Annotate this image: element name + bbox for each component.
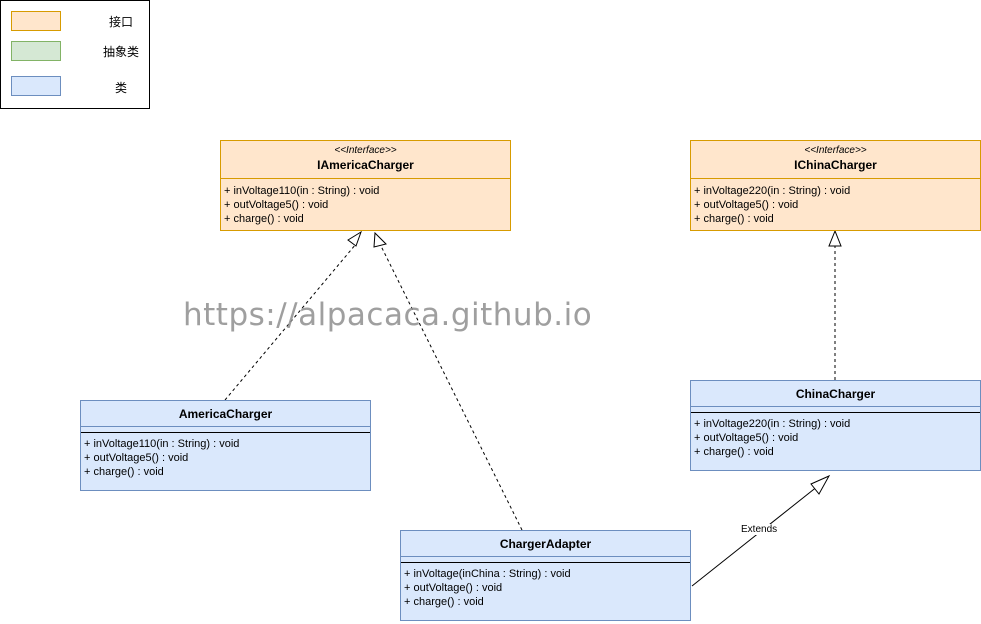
method: + charge() : void [694,446,774,458]
methods: + inVoltage(inChina : String) : void + o… [401,563,690,609]
method: + charge() : void [224,213,304,225]
method: + outVoltage5() : void [694,432,799,444]
stereotype: <<Interface>> [804,145,867,156]
method: + inVoltage220(in : String) : void [694,185,851,197]
attributes-compartment [81,427,370,433]
stereotype: <<Interface>> [334,145,397,156]
method: + outVoltage5() : void [694,199,799,211]
node-header: ChargerAdapter [401,531,690,557]
class-name: IAmericaCharger [317,158,414,172]
edge-adapter-to-china [691,485,819,587]
methods: + inVoltage110(in : String) : void + out… [221,179,510,226]
method: + outVoltage5() : void [84,452,189,464]
node-iamerica-charger[interactable]: <<Interface>> IAmericaCharger + inVoltag… [220,140,511,231]
node-charger-adapter[interactable]: ChargerAdapter + inVoltage(inChina : Str… [400,530,691,621]
node-header: AmericaCharger [81,401,370,427]
attributes-compartment [691,407,980,413]
method: + inVoltage110(in : String) : void [224,185,380,197]
legend-label-abstract: 抽象类 [103,45,140,59]
method: + charge() : void [84,466,164,478]
method: + inVoltage110(in : String) : void [84,438,240,450]
arrowhead-iamerica-left [347,230,362,247]
method: + inVoltage(inChina : String) : void [404,568,571,580]
node-ichina-charger[interactable]: <<Interface>> IChinaCharger + inVoltage2… [690,140,981,231]
extends-label: Extends [740,524,779,535]
methods: + inVoltage220(in : String) : void + out… [691,179,980,226]
node-america-charger[interactable]: AmericaCharger + inVoltage110(in : Strin… [80,400,371,491]
legend-swatch-interface [11,11,61,31]
node-header: ChinaCharger [691,381,980,407]
arrowhead-ichina [828,229,842,247]
legend-swatch-class [11,76,61,96]
edge-america-to-iamerica [224,243,357,401]
node-china-charger[interactable]: ChinaCharger + inVoltage220(in : String)… [690,380,981,471]
class-name: ChargerAdapter [499,537,592,551]
legend-label-interface: 接口 [109,15,134,29]
legend-label-class: 类 [115,81,128,95]
method: + outVoltage() : void [404,582,503,594]
method: + charge() : void [694,213,774,225]
legend: 接口 抽象类 类 [0,0,150,109]
methods: + inVoltage220(in : String) : void + out… [691,413,980,459]
attributes-compartment [401,557,690,563]
class-name: AmericaCharger [178,407,273,421]
legend-swatch-abstract [11,41,61,61]
methods: + inVoltage110(in : String) : void + out… [81,433,370,479]
class-name: ChinaCharger [795,387,876,401]
method: + charge() : void [404,596,484,608]
method: + outVoltage5() : void [224,199,329,211]
watermark: https://alpacaca.github.io [183,297,593,333]
arrowhead-china [810,474,831,495]
class-name: IChinaCharger [794,158,877,172]
arrowhead-iamerica-right [373,231,387,248]
node-header: <<Interface>> IChinaCharger [691,141,980,179]
node-header: <<Interface>> IAmericaCharger [221,141,510,179]
method: + inVoltage220(in : String) : void [694,418,851,430]
edge-adapter-to-iamerica [380,245,523,531]
